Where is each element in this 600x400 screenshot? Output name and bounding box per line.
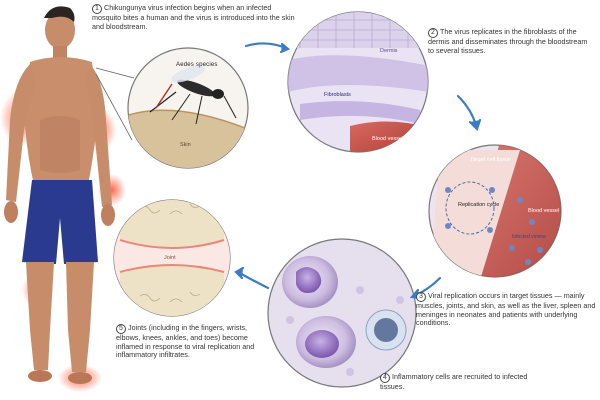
- step-1-text: Chikungunya virus infection begins when …: [92, 3, 295, 31]
- step-2-text: The virus replicates in the fibroblasts …: [428, 27, 588, 55]
- joint-panel: Joint: [113, 199, 231, 317]
- target-cell-label: Target cell tissue: [470, 157, 511, 163]
- joint-label: Joint: [164, 255, 176, 261]
- arrow-1-to-2: [244, 42, 288, 50]
- step-4-text: Inflammatory cells are recruited to infe…: [380, 372, 528, 391]
- mosquito-label: Aedes species: [176, 62, 218, 68]
- mosquito-bite-panel: Aedes species Skin: [95, 47, 249, 169]
- blood-vessel-1-label: Blood vessel: [372, 136, 403, 142]
- virions-label: Infected virions: [512, 234, 546, 240]
- inflammatory-cells-panel: [267, 238, 417, 388]
- fibroblasts-label: Fibroblasts: [324, 92, 351, 98]
- replication-label: Replication cycle: [458, 202, 499, 208]
- step-3-text: Viral replication occurs in target tissu…: [416, 291, 596, 328]
- human-figure: [0, 6, 126, 392]
- arrow-4-to-5: [236, 270, 270, 290]
- blood-vessel-2-label: Blood vessel: [528, 208, 559, 214]
- replication-panel: Target cell tissue Replication cycle Blo…: [428, 144, 562, 278]
- shorts: [22, 180, 98, 264]
- skin-layer: [128, 110, 248, 168]
- step-5-text: Joints (including in the fingers, wrists…: [116, 323, 255, 360]
- dermis-panel: Dermis Fibroblasts Blood vessel: [287, 11, 429, 153]
- skin-label: Skin: [180, 142, 191, 148]
- dermis-label: Dermis: [380, 48, 398, 54]
- mosquito-icon: [149, 65, 237, 125]
